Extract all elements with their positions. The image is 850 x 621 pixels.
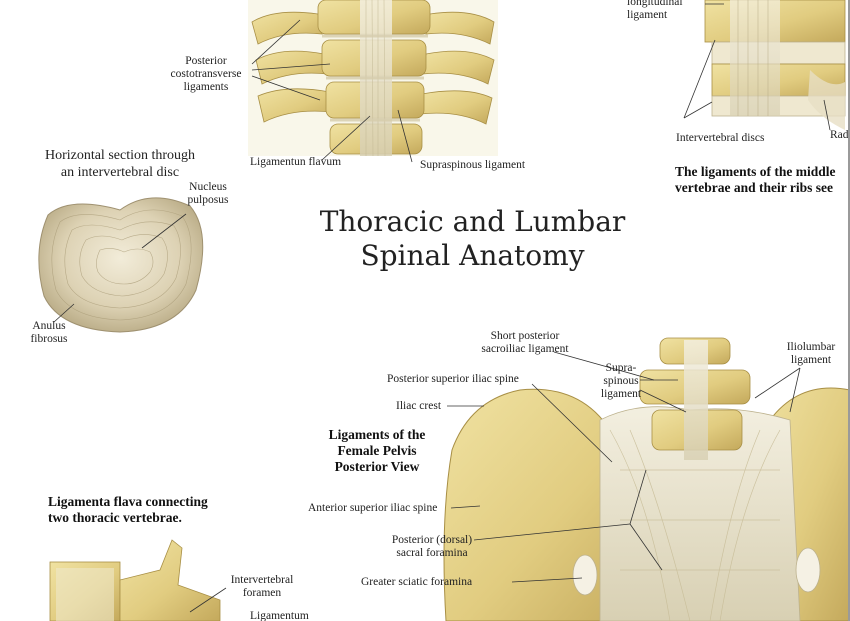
label-anterior-superior-iliac-spine: Anterior superior iliac spine — [308, 502, 438, 514]
label-intervertebral-discs: Intervertebral discs — [676, 132, 765, 144]
label-line: pulposus — [187, 194, 229, 206]
heading-line: Posterior View — [334, 459, 420, 474]
thoracic-vertebrae-pair-illustration — [49, 539, 221, 621]
label-line: longitudinal — [627, 0, 683, 8]
label-posterior-costotransverse: Posterior costotransverse ligaments — [160, 55, 252, 94]
label-posterior-superior-iliac-spine: Posterior superior iliac spine — [387, 373, 519, 385]
label-line: costotransverse — [170, 68, 242, 80]
label-line: sacroiliac ligament — [481, 343, 569, 355]
title-line: Spinal Anatomy — [360, 239, 585, 272]
caption-middle-vertebrae: The ligaments of the middle vertebrae an… — [675, 164, 836, 196]
label-line: Posterior — [185, 55, 227, 67]
leader-lines — [53, 3, 831, 613]
label-short-posterior-sacroiliac: Short posterior sacroiliac ligament — [470, 330, 580, 356]
page-title: Thoracic and Lumbar Spinal Anatomy — [300, 205, 645, 273]
caption-ligamenta-flava: Ligamenta flava connecting two thoracic … — [48, 494, 208, 526]
label-supraspinous-ligament: Supraspinous ligament — [420, 159, 526, 171]
label-iliolumbar-ligament: Iliolumbar ligament — [780, 341, 842, 367]
label-ligamentum-flavum: Ligamentun flavum — [250, 156, 342, 168]
heading-line: Female Pelvis — [337, 443, 417, 458]
label-line: Intervertebral — [230, 574, 294, 586]
label-anulus-fibrosus: Anulus fibrosus — [24, 320, 74, 346]
caption-line: vertebrae and their ribs see — [675, 180, 833, 195]
right-edge-border — [848, 0, 850, 621]
label-line: foramen — [242, 587, 282, 599]
heading-line: Ligaments of the — [328, 427, 426, 442]
label-intervertebral-foramen: Intervertebral foramen — [224, 574, 300, 600]
label-supraspinous-pelvis: Supra- spinous ligament — [596, 362, 646, 401]
heading-line: Horizontal section through — [44, 148, 196, 163]
label-longitudinal-ligament: longitudinal ligament — [627, 0, 683, 22]
label-rad-truncated: Rad — [830, 129, 849, 141]
label-line: fibrosus — [30, 333, 68, 345]
heading-line: an intervertebral disc — [60, 165, 180, 180]
label-line: Nucleus — [189, 181, 227, 193]
caption-line: two thoracic vertebrae. — [48, 510, 182, 525]
caption-line: The ligaments of the middle — [675, 164, 836, 179]
heading-disc-section: Horizontal section through an interverte… — [25, 147, 215, 181]
intervertebral-disc-illustration — [38, 197, 204, 333]
label-line: Iliolumbar — [786, 341, 836, 353]
label-line: Anulus — [32, 320, 66, 332]
label-iliac-crest: Iliac crest — [396, 400, 442, 412]
label-posterior-sacral-foramina: Posterior (dorsal) sacral foramina — [384, 534, 480, 560]
label-line: Posterior (dorsal) — [391, 534, 473, 546]
heading-female-pelvis: Ligaments of the Female Pelvis Posterior… — [320, 427, 434, 475]
female-pelvis-illustration — [443, 337, 850, 621]
label-greater-sciatic-foramina: Greater sciatic foramina — [361, 576, 473, 588]
thoracic-vertebrae-illustration — [248, 0, 498, 157]
label-ligamentum-truncated: Ligamentum — [250, 610, 309, 621]
label-nucleus-pulposus: Nucleus pulposus — [180, 181, 236, 207]
caption-line: Ligamenta flava connecting — [48, 494, 208, 509]
label-line: ligament — [600, 388, 642, 400]
lumbar-vertebrae-illustration — [704, 0, 846, 130]
label-line: spinous — [603, 375, 639, 387]
label-line: Short posterior — [490, 330, 560, 342]
label-line: ligaments — [183, 81, 229, 93]
title-line: Thoracic and Lumbar — [319, 205, 626, 238]
label-line: ligament — [790, 354, 832, 366]
label-line: Supra- — [605, 362, 637, 374]
label-line: ligament — [627, 9, 668, 21]
label-line: sacral foramina — [396, 547, 468, 559]
